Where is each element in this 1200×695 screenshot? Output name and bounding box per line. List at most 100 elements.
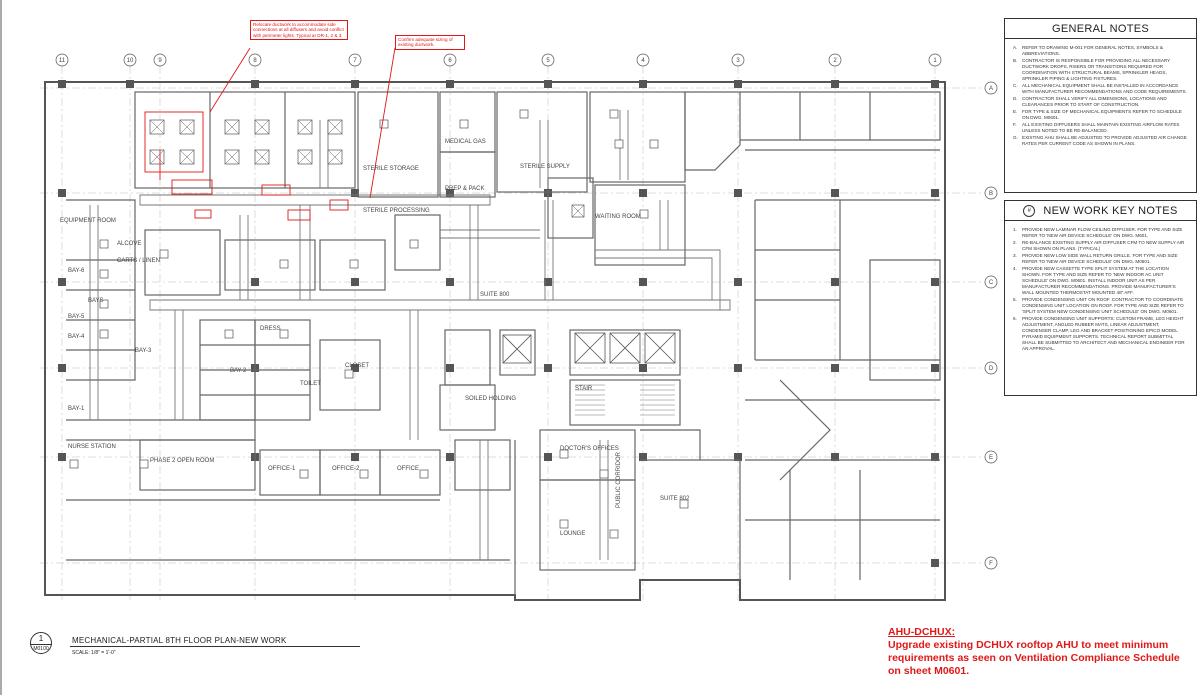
note-text: RE-BALANCE EXISTING SUPPLY AIR DIFFUSER … — [1022, 240, 1185, 252]
key-notes-panel: # NEW WORK KEY NOTES 1. PROVIDE NEW LAMINA… — [1004, 200, 1197, 396]
note-key: B. — [1013, 58, 1018, 63]
detail-number: 1 — [38, 634, 44, 643]
room-label: STAIR — [575, 386, 593, 392]
key-note-symbol-icon: # — [1023, 205, 1036, 218]
key-note-item: 4.PROVIDE NEW CASSETTE TYPE SPLIT SYSTEM… — [1013, 266, 1188, 296]
room-label: BAY-5 — [68, 314, 85, 320]
key-note-item: 3. PROVIDE NEW LOW SIDE WALL RETURN GRILL… — [1013, 253, 1188, 265]
note-key: 4. — [1013, 266, 1017, 272]
grid-col-label: 9 — [158, 58, 162, 64]
note-text: EXISTING AHU SHALL BE ADJUSTED TO PROVID… — [1022, 135, 1187, 146]
elevators — [502, 332, 676, 364]
room-label: SUITE 800 — [480, 292, 510, 298]
grid-col-label: 4 — [641, 58, 645, 64]
room-label: SOILED HOLDING — [465, 396, 516, 402]
room-label: BAY-1 — [68, 406, 85, 412]
note-key: 3. — [1013, 253, 1017, 259]
callout-heading: AHU-DCHUX: — [888, 626, 956, 638]
general-notes-title: GENERAL NOTES — [1005, 19, 1196, 39]
room-label: ALCOVE — [117, 241, 141, 247]
stair-treads — [575, 384, 675, 416]
room-label: DOCTOR'S OFFICES — [560, 446, 619, 452]
room-label: BAY-6 — [68, 268, 85, 274]
callout-body: Upgrade existing DCHUX rooftop AHU to me… — [888, 639, 1180, 677]
grid-bubbles — [55, 53, 998, 570]
general-note-item: A. REFER TO DRAWING M-001 FOR GENERAL NOT… — [1013, 45, 1188, 57]
diffuser-crosses — [149, 119, 585, 218]
room-label: OFFICE — [397, 466, 419, 472]
redline-note-confirm-sizing: Confirm adequate sizing of existing duct… — [395, 35, 465, 50]
note-text: PROVIDE NEW LOW SIDE WALL RETURN GRILLE.… — [1022, 253, 1178, 265]
room-labels: MEDICAL GAS STERILE SUPPLY STERILE STORA… — [60, 139, 690, 537]
drawing-scale: SCALE: 1/8" = 1'-0" — [72, 650, 116, 656]
room-label: BAY-4 — [68, 334, 85, 340]
building-outline — [44, 81, 946, 601]
room-label: SUITE 802 — [660, 496, 690, 502]
general-note-item: G. EXISTING AHU SHALL BE ADJUSTED TO PROV… — [1013, 135, 1188, 147]
interior-walls — [66, 91, 941, 595]
general-note-item: E. FOR TYPE & SIZE OF MECHANICAL EQUIPMEN… — [1013, 109, 1188, 121]
note-text: CONTRACTOR SHALL VERIFY ALL DIMENSIONS, … — [1022, 96, 1167, 107]
title-underline — [70, 646, 360, 647]
diffusers — [69, 109, 689, 539]
room-label: PHASE 2 OPEN ROOM — [150, 458, 214, 464]
room-label: CARTS / LINEN — [117, 258, 160, 264]
room-label: DRESS — [260, 326, 281, 332]
key-note-item: 1. PROVIDE NEW LAMINAR FLOW CEILING DIFFU… — [1013, 227, 1188, 239]
ductwork — [89, 110, 731, 560]
key-notes-title: NEW WORK KEY NOTES — [1043, 205, 1178, 217]
note-text: PROVIDE CONDENSING UNIT ON ROOF. CONTRAC… — [1022, 297, 1184, 315]
room-label: BAYS — [88, 298, 104, 304]
ahu-callout: AHU-DCHUX: Upgrade existing DCHUX roofto… — [888, 626, 1188, 678]
general-note-item: B. CONTRACTOR IS RESPONSIBLE FOR PROVIDIN… — [1013, 58, 1188, 82]
room-label: STERILE STORAGE — [363, 166, 419, 172]
grid-col-label: 6 — [448, 58, 452, 64]
room-label: MEDICAL GAS — [445, 139, 486, 145]
general-notes-panel: GENERAL NOTES A. REFER TO DRAWING M-001 F… — [1004, 18, 1197, 193]
general-note-item: D. CONTRACTOR SHALL VERIFY ALL DIMENSIONS… — [1013, 96, 1188, 108]
room-label: NURSE STATION — [68, 444, 116, 450]
key-note-item: 5.PROVIDE CONDENSING UNIT ON ROOF. CONTR… — [1013, 297, 1188, 315]
redline-markup — [144, 47, 396, 221]
structural-columns — [58, 80, 939, 567]
note-key: C. — [1013, 83, 1018, 88]
grid-row-label: A — [989, 86, 993, 92]
note-key: 6. — [1013, 316, 1017, 322]
note-key: F. — [1013, 122, 1017, 127]
note-key: 1. — [1013, 227, 1017, 233]
grid-col-label: 11 — [59, 58, 66, 64]
grid-row-label: F — [989, 561, 993, 567]
general-note-item: F. ALL EXISTING DIFFUSERS SHALL MAINTAIN … — [1013, 122, 1188, 134]
room-label: OFFICE-1 — [268, 466, 296, 472]
grid-bubble-labels: 11 10 9 8 7 6 5 4 3 2 1 A B C D E F — [59, 58, 994, 567]
room-label: BAY-3 — [135, 348, 152, 354]
note-text: CONTRACTOR IS RESPONSIBLE FOR PROVIDING … — [1022, 58, 1171, 81]
note-key: A. — [1013, 45, 1018, 50]
redline-note-relocate-ductwork: Relocate ductwork to accommodate side co… — [250, 20, 348, 41]
note-key: 2. — [1013, 240, 1017, 246]
grid-row-label: D — [989, 366, 994, 372]
room-label: STERILE PROCESSING — [363, 208, 430, 214]
room-label: PUBLIC CORRIDOR — [616, 451, 622, 508]
note-key: G. — [1013, 135, 1018, 140]
note-text: PROVIDE CONDENSING UNIT SUPPORTS: CUSTOM… — [1022, 316, 1185, 352]
room-label: TOILET — [300, 381, 321, 387]
room-label: STERILE SUPPLY — [520, 164, 570, 170]
room-label: BAY-2 — [230, 368, 247, 374]
grid-col-label: 2 — [833, 58, 837, 64]
room-label: PREP & PACK — [445, 186, 484, 192]
note-key: E. — [1013, 109, 1018, 114]
note-key: D. — [1013, 96, 1018, 101]
note-text: FOR TYPE & SIZE OF MECHANICAL EQUIPMENTS… — [1022, 109, 1182, 120]
grid-col-label: 1 — [933, 58, 937, 64]
room-label: CLOSET — [345, 363, 369, 369]
grid-row-label: C — [989, 280, 994, 286]
key-notes-list: 1. PROVIDE NEW LAMINAR FLOW CEILING DIFFU… — [1005, 221, 1196, 357]
grid-rows — [40, 87, 985, 564]
detail-sheet-ref: M0100 — [30, 644, 52, 652]
room-label: WAITING ROOM — [595, 214, 641, 220]
note-text: PROVIDE NEW LAMINAR FLOW CEILING DIFFUSE… — [1022, 227, 1183, 239]
note-text: ALL EXISTING DIFFUSERS SHALL MAINTAIN EX… — [1022, 122, 1180, 133]
note-text: REFER TO DRAWING M-001 FOR GENERAL NOTES… — [1022, 45, 1163, 56]
